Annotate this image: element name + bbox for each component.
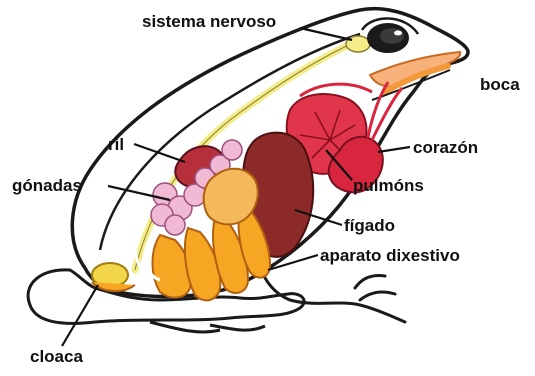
eye-highlight <box>380 28 404 44</box>
label-nervous-system: sistema nervoso <box>142 12 276 31</box>
label-lungs: pulmóns <box>353 176 424 195</box>
leader-heart <box>378 147 410 152</box>
label-cloaca: cloaca <box>30 347 83 366</box>
label-gonads: gónadas <box>12 176 82 195</box>
label-mouth: boca <box>480 75 520 94</box>
foot-toes <box>150 322 265 332</box>
label-kidney: ril <box>108 135 124 154</box>
label-digestive: aparato dixestivo <box>320 246 460 265</box>
stomach <box>204 169 258 225</box>
eye-shine <box>394 31 402 36</box>
label-liver: fígado <box>344 216 395 235</box>
label-heart: corazón <box>413 138 478 157</box>
